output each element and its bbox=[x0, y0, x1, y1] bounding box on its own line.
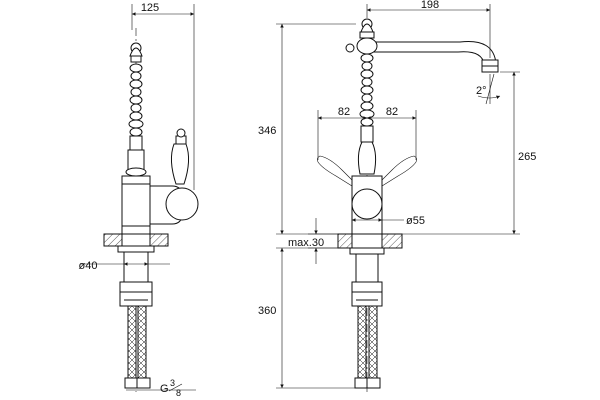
dim-right-spout-height: 265 bbox=[402, 71, 536, 235]
dim-left-width-label: 125 bbox=[141, 2, 159, 14]
dim-right-total-height: 346 bbox=[258, 23, 356, 235]
dim-left-thread-label: G bbox=[160, 383, 169, 395]
front-view: 198 2° 82 82 346 26 bbox=[258, 0, 536, 392]
thread-denominator: 8 bbox=[176, 388, 181, 398]
dim-right-reach-label: 198 bbox=[421, 0, 439, 11]
side-view: 125 ø40 G 3 8 bbox=[79, 2, 199, 398]
dim-right-body-diameter-label: ø55 bbox=[406, 215, 425, 227]
dim-right-total-height-label: 346 bbox=[258, 125, 276, 137]
dim-right-reach: 198 bbox=[366, 0, 491, 58]
dim-right-body-diameter: ø55 bbox=[352, 215, 425, 227]
dim-right-angle: 2° bbox=[476, 73, 501, 105]
dim-right-hose-length: 360 bbox=[258, 247, 356, 389]
dim-left-base-diameter: ø40 bbox=[79, 260, 170, 272]
dim-right-deck-thickness-label: max.30 bbox=[288, 237, 324, 249]
dim-right-deck-thickness: max.30 bbox=[288, 218, 338, 264]
dim-left-thread: G 3 8 bbox=[126, 378, 196, 398]
dim-right-angle-label: 2° bbox=[476, 85, 487, 97]
dim-right-handle-left-label: 82 bbox=[338, 106, 350, 118]
dim-right-handles: 82 82 bbox=[317, 106, 417, 160]
dim-right-spout-height-label: 265 bbox=[518, 151, 536, 163]
dim-left-base-diameter-label: ø40 bbox=[79, 260, 98, 272]
thread-numerator: 3 bbox=[170, 378, 175, 388]
dim-left-width: 125 bbox=[131, 2, 195, 190]
dim-right-hose-length-label: 360 bbox=[258, 305, 276, 317]
dim-right-handle-right-label: 82 bbox=[386, 106, 398, 118]
